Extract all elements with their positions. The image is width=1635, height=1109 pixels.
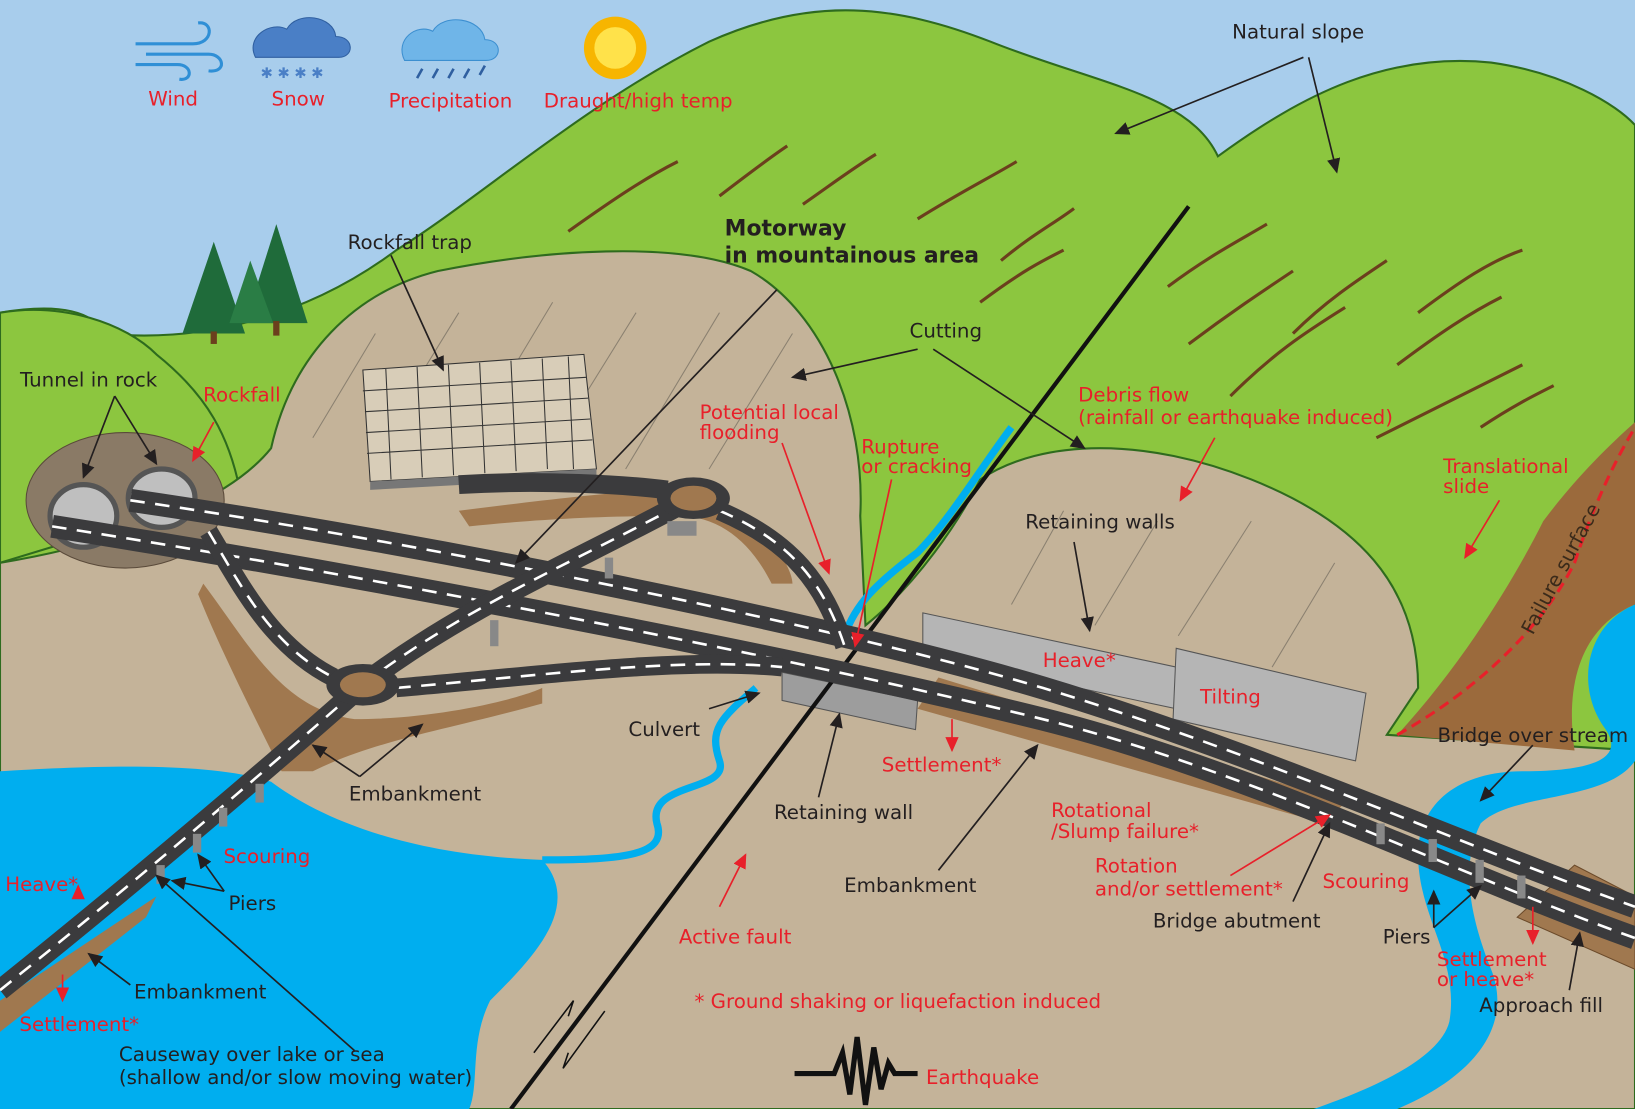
hazard-label-precipitation: Precipitation [389,89,513,112]
label-scouring-right: Scouring [1323,870,1410,893]
label-scouring-left: Scouring [223,845,310,868]
fault-slip-arrows [533,1000,606,1069]
label-embankment-causeway: Embankment [134,981,267,1004]
title-line-1: Motorway [725,217,847,242]
hazard-label-draught: Draught/high temp [544,89,733,112]
label-translational-2: slide [1443,475,1489,498]
leader-arrows [55,56,1584,1052]
culvert-stream [542,685,759,864]
label-settlement-left: Settlement* [19,1013,139,1036]
label-piers-left: Piers [229,892,277,915]
label-rockfall-trap: Rockfall trap [348,231,472,254]
embankment-brown [198,583,543,772]
label-embankment-left: Embankment [349,782,482,805]
label-heave-left: Heave* [5,873,78,896]
label-bridge-abutment: Bridge abutment [1153,910,1321,933]
hazard-label-wind: Wind [148,87,198,110]
pine-trees [182,224,308,344]
label-rotational-1: Rotational [1051,799,1151,822]
bridge-piers [156,521,1526,899]
label-earthquake: Earthquake [926,1066,1039,1089]
rockfall-trap-mesh [362,353,598,490]
label-cutting: Cutting [909,320,982,343]
label-embankment-mid: Embankment [844,874,977,897]
rain-cloud-icon [401,19,499,79]
label-rotation-1: Rotation [1095,854,1178,877]
title-line-2: in mountainous area [725,244,979,269]
label-bridge-over-stream: Bridge over stream [1437,724,1628,747]
label-tilting: Tilting [1199,686,1261,709]
label-active-fault: Active fault [679,925,792,948]
label-rupture-2: or cracking [861,455,972,478]
label-heave-wall: Heave* [1043,649,1116,672]
label-rockfall: Rockfall [203,383,280,406]
retaining-wall-upper-2 [1172,647,1367,762]
label-causeway-2: (shallow and/or slow moving water) [119,1066,472,1089]
causeway-embankment [0,896,157,1032]
lake [0,766,558,1109]
label-rotation-2: and/or settlement* [1095,877,1283,900]
label-piers-right: Piers [1383,925,1431,948]
label-rotational-2: /Slump failure* [1051,820,1199,843]
failure-surface-line [1396,426,1635,737]
translational-slide-mass [1397,422,1635,751]
label-settlement-heave-2: or heave* [1437,968,1534,991]
slope-streaks [567,144,1555,440]
label-settlement-heave-1: Settlement [1437,948,1547,971]
label-retaining-walls: Retaining walls [1025,510,1175,533]
hazard-label-snow: Snow [272,87,325,110]
debris-channel [841,425,1015,637]
label-culvert: Culvert [628,718,700,741]
earthquake-icon [794,1036,918,1106]
stream-right [1313,604,1635,1109]
footnote: * Ground shaking or liquefaction induced [694,990,1101,1013]
active-fault-line[interactable] [509,205,1191,1109]
label-retaining-wall: Retaining wall [774,801,913,824]
label-approach-fill: Approach fill [1479,994,1603,1017]
label-flooding-1: Potential local [700,401,839,424]
label-flooding-2: flooding [700,421,780,444]
label-translational-1: Translational [1442,455,1569,478]
label-debris-1: Debris flow [1078,383,1189,406]
label-rupture-1: Rupture [861,435,939,458]
label-causeway-1: Causeway over lake or sea [119,1043,385,1066]
label-debris-2: (rainfall or earthquake induced) [1078,406,1393,429]
snow-cloud-icon: ✱ ✱ ✱ ✱ [252,17,351,82]
sun-icon [583,16,647,80]
wind-icon [135,21,223,81]
label-tunnel: Tunnel in rock [19,369,158,392]
svg-text:✱ ✱ ✱ ✱: ✱ ✱ ✱ ✱ [261,65,324,82]
label-settlement-mid: Settlement* [882,753,1002,776]
label-natural-slope: Natural slope [1232,21,1364,44]
